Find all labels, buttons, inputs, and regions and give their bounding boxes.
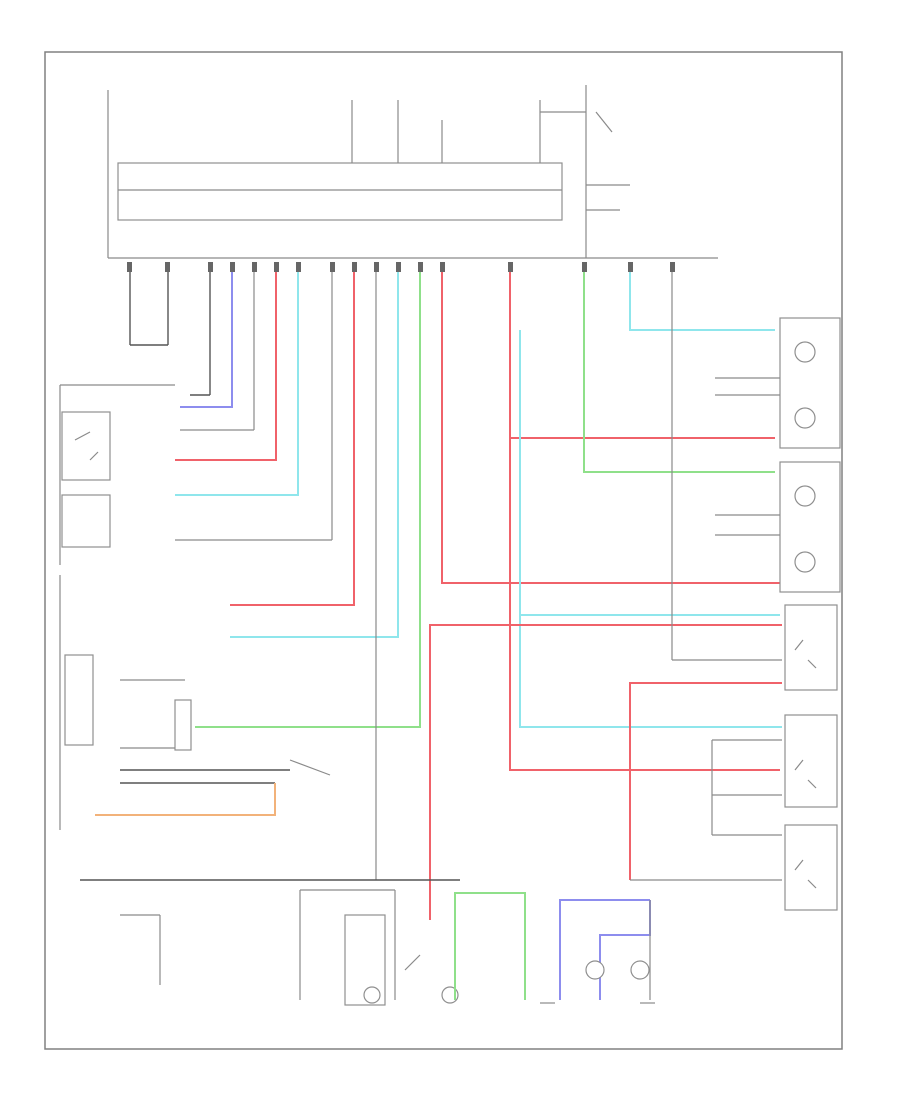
blue-wire-headlight-switch bbox=[180, 272, 233, 408]
orange-wire-brake bbox=[95, 783, 276, 816]
red-wire-headlight-switch bbox=[175, 272, 277, 461]
red-wire-dimmer bbox=[230, 272, 355, 606]
left-headlight-box bbox=[779, 461, 841, 593]
blue-wire-tail-light bbox=[559, 899, 650, 1000]
green-wire-left-lamp bbox=[583, 272, 775, 473]
diagram-frame bbox=[44, 51, 843, 1050]
right-tail-light-bulb bbox=[630, 960, 650, 980]
under-dash-fuse-box bbox=[117, 162, 563, 221]
headlight-relay-1 bbox=[784, 604, 838, 691]
right-headlight-box bbox=[779, 317, 841, 449]
daytime-light-unit bbox=[174, 699, 192, 751]
left-tail-light-bulb bbox=[585, 960, 605, 980]
green-wire-tail-switch bbox=[454, 892, 526, 1000]
connector-row bbox=[127, 262, 675, 272]
left-headlight-high-bulb bbox=[794, 551, 816, 573]
right-headlight-high-bulb bbox=[794, 407, 816, 429]
red-wire-tail-relay bbox=[629, 682, 782, 880]
tail-light-relay bbox=[784, 824, 838, 911]
cyan-wire-dimmer bbox=[230, 272, 399, 638]
right-headlight-low-bulb bbox=[794, 341, 816, 363]
parking-brake-switch bbox=[344, 914, 386, 1006]
red-wire-relay-feed bbox=[509, 272, 780, 771]
headlight-relay-2 bbox=[784, 714, 838, 808]
fuse-box-region bbox=[107, 85, 718, 259]
green-wire-daytime bbox=[195, 272, 421, 728]
cyan-wire-headlight-switch bbox=[175, 272, 299, 496]
headlight-switch-box bbox=[61, 411, 111, 481]
red-wire-main bbox=[441, 272, 780, 584]
left-headlight-low-bulb bbox=[794, 485, 816, 507]
dimmer-box bbox=[64, 654, 94, 746]
cyan-wire-right-lamp bbox=[629, 272, 775, 331]
red-wire-lower bbox=[429, 624, 782, 920]
cyan-wire-relay bbox=[519, 330, 782, 728]
combination-switch-box bbox=[61, 494, 111, 548]
